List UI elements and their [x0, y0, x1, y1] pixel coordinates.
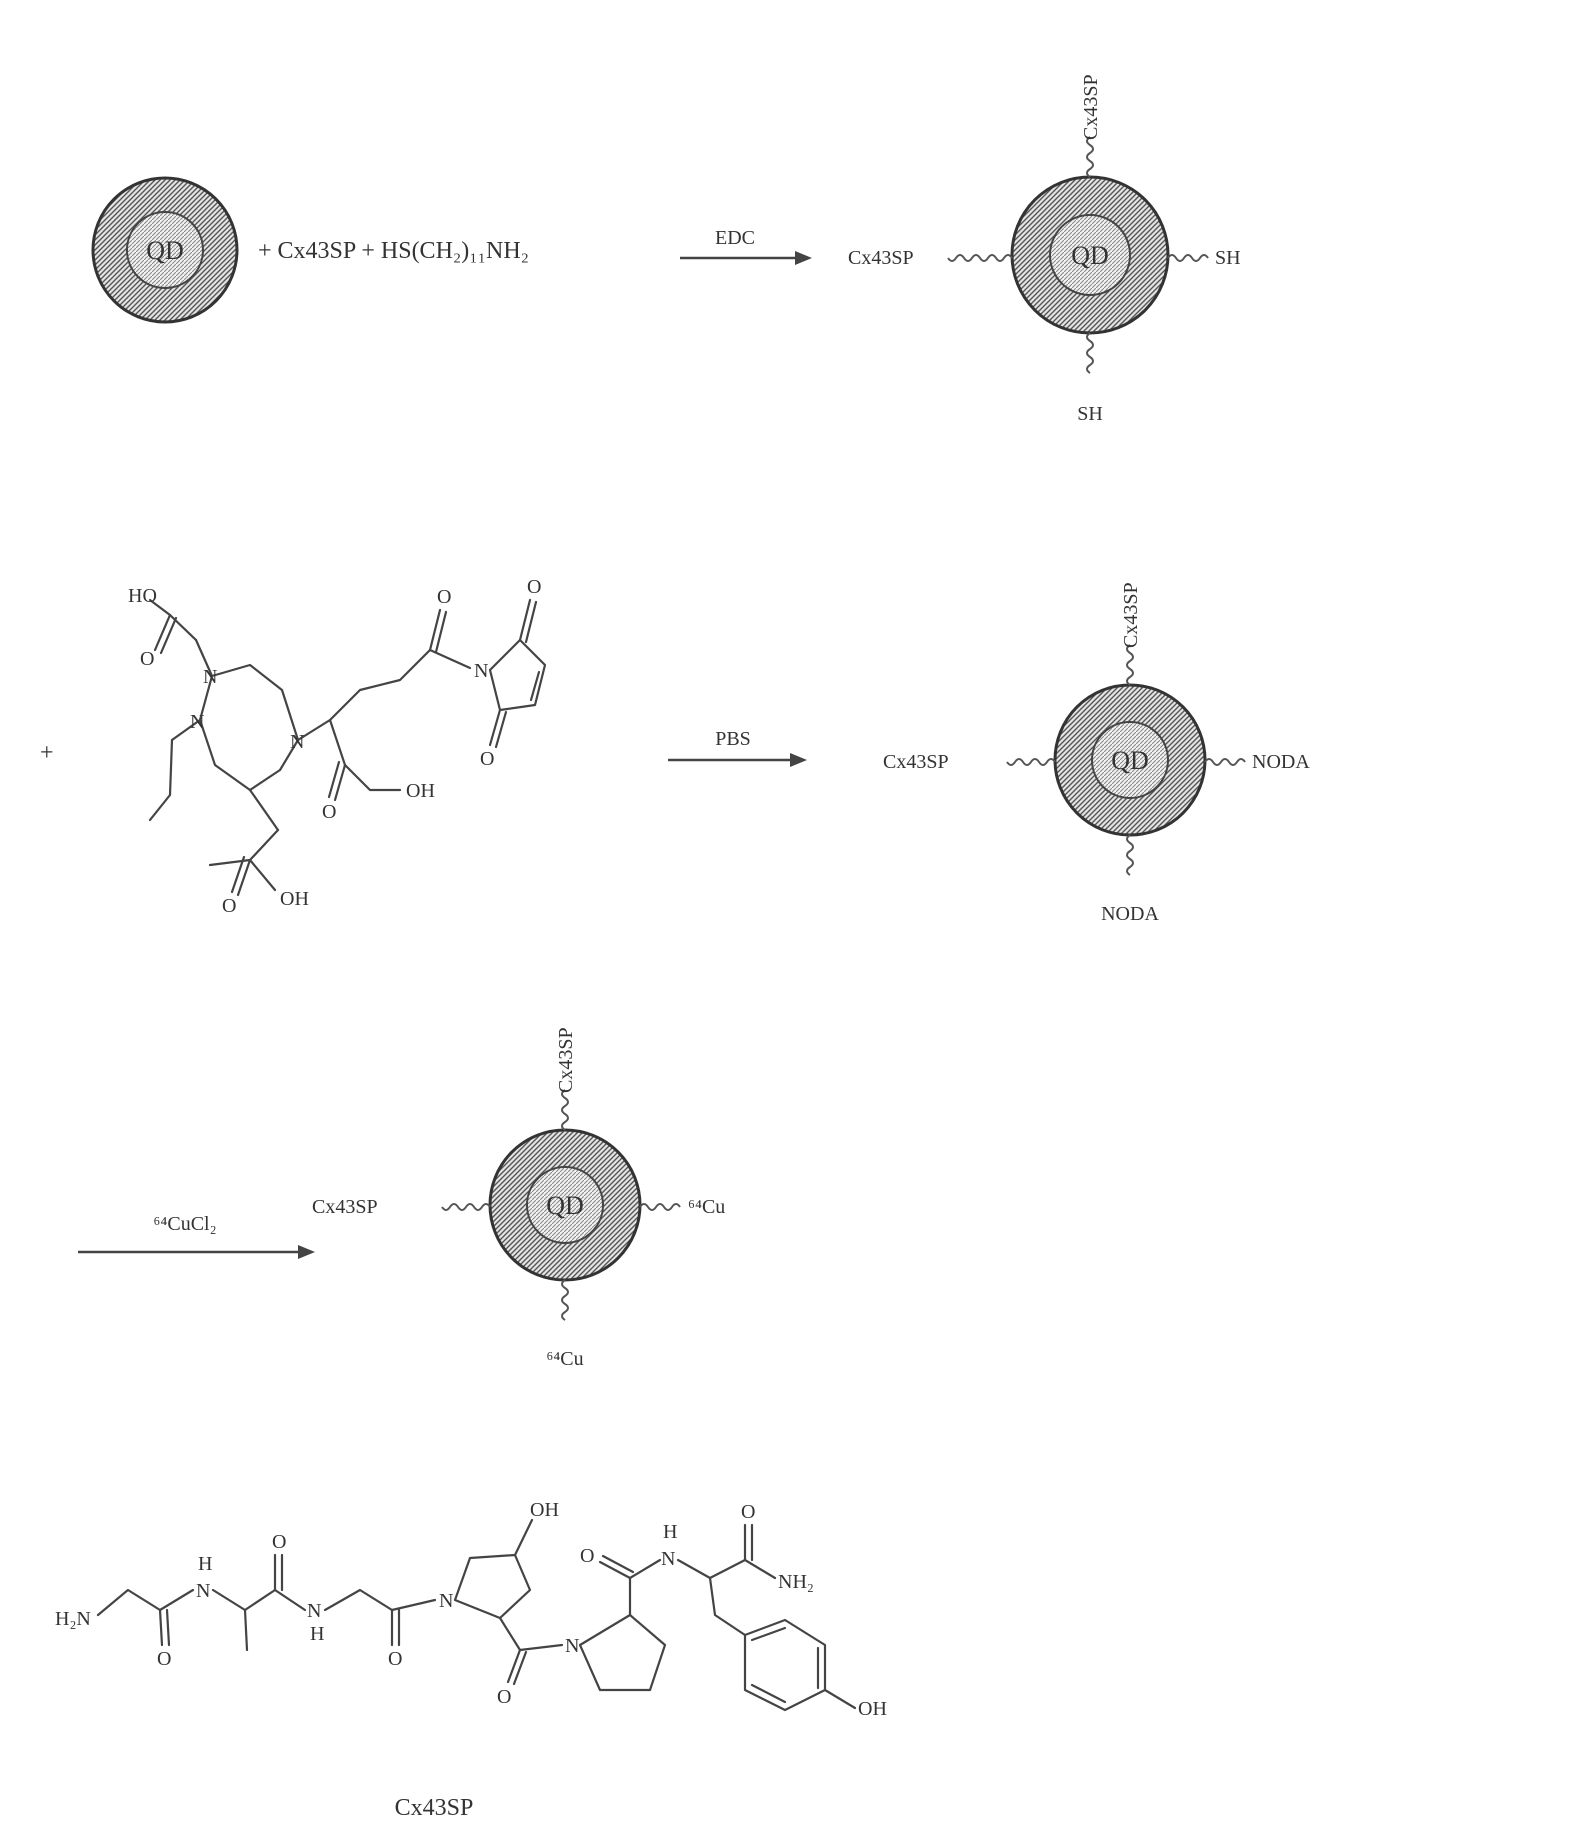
ligand-right: NODA [1252, 751, 1310, 773]
ligand-bottom: ⁶⁴Cu [546, 1348, 583, 1370]
ligand-top: Cx43SP [555, 1027, 577, 1093]
atom-o: O [388, 1648, 402, 1670]
step3-arrow: ⁶⁴CuCl₂ [78, 1213, 315, 1259]
cx43sp-peptide-structure: H₂N O H N O N H O N OH O N O H N O NH₂ O… [55, 1499, 887, 1720]
ligand-bottom: NODA [1101, 903, 1159, 925]
step1-condition: EDC [715, 227, 755, 249]
atom-o: O [741, 1501, 755, 1523]
qd-conjugate-2: QD Cx43SP Cx43SP NODA NODA [883, 582, 1310, 925]
ligand-left: Cx43SP [312, 1196, 378, 1218]
qd-conjugate-3: QD Cx43SP Cx43SP ⁶⁴Cu ⁶⁴Cu [312, 1027, 725, 1370]
qd-label: QD [546, 1191, 584, 1220]
atom-o: O [497, 1686, 511, 1708]
atom-o: O [437, 586, 451, 608]
qd-conjugate-1: QD Cx43SP Cx43SP SH SH [848, 74, 1241, 425]
ligand-right: ⁶⁴Cu [688, 1196, 725, 1218]
atom-nh2: NH₂ [778, 1571, 814, 1593]
ligand-left: Cx43SP [848, 247, 914, 269]
nodaga-maleimide-structure: HO O N N N OH O O OH O N O O [128, 576, 547, 917]
atom-h: H [663, 1521, 677, 1543]
ligand-top: Cx43SP [1120, 582, 1142, 648]
atom-o: O [140, 648, 154, 670]
atom-oh: OH [280, 888, 309, 910]
atom-h: H [198, 1553, 212, 1575]
step3-condition: ⁶⁴CuCl₂ [153, 1213, 216, 1235]
atom-oh: OH [406, 780, 435, 802]
quantum-dot-reactant: QD [91, 176, 239, 324]
atom-n: N [190, 711, 204, 733]
atom-o: O [580, 1545, 594, 1567]
atom-o: O [527, 576, 541, 598]
ligand-bottom: SH [1077, 403, 1103, 425]
atom-n: N [439, 1590, 453, 1612]
atom-n: N [474, 660, 488, 682]
qd-label: QD [1111, 746, 1149, 775]
atom-n: N [565, 1635, 579, 1657]
atom-o: O [480, 748, 494, 770]
step2-arrow: PBS [668, 728, 807, 767]
atom-o: O [157, 1648, 171, 1670]
atom-n: N [203, 666, 217, 688]
atom-n: N [661, 1548, 675, 1570]
ligand-left: Cx43SP [883, 751, 949, 773]
atom-ho: HO [128, 585, 157, 607]
qd-label: QD [1071, 241, 1109, 270]
atom-n: N [307, 1600, 321, 1622]
step1-reactants: + Cx43SP + HS(CH₂)₁₁NH₂ [258, 238, 529, 264]
ligand-right: SH [1215, 247, 1241, 269]
step2-plus: + [40, 740, 54, 766]
qd-label: QD [146, 236, 184, 265]
atom-o: O [222, 895, 236, 917]
atom-h: H [310, 1623, 324, 1645]
ligand-top: Cx43SP [1080, 74, 1102, 140]
atom-o: O [322, 801, 336, 823]
step2-condition: PBS [715, 728, 751, 750]
atom-o: O [272, 1531, 286, 1553]
atom-n: N [290, 731, 304, 753]
step1-arrow: EDC [680, 227, 812, 265]
peptide-caption: Cx43SP [395, 1795, 474, 1821]
atom-n: N [196, 1580, 210, 1602]
atom-h2n: H₂N [55, 1608, 91, 1630]
atom-oh: OH [530, 1499, 559, 1521]
atom-oh: OH [858, 1698, 887, 1720]
